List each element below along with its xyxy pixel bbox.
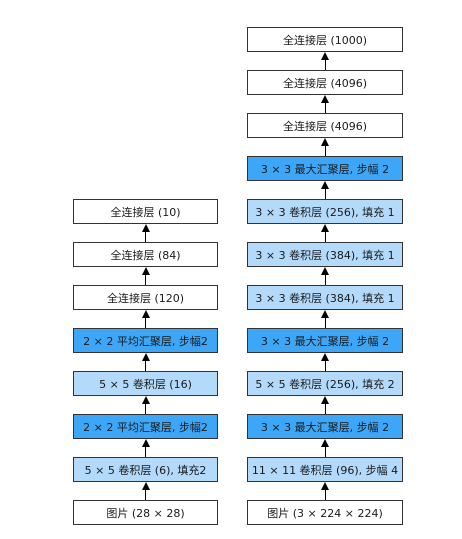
alexnet-layer-box-0: 图片 (3 × 224 × 224) <box>247 500 403 525</box>
alexnet-layer-box-8: 3 × 3 最大汇聚层, 步幅 2 <box>247 156 403 181</box>
lenet-layer-box-5: 全连接层 (120) <box>73 285 218 310</box>
alexnet-layer-box-11: 全连接层 (1000) <box>247 27 403 52</box>
lenet-layer-box-2: 2 × 2 平均汇聚层, 步幅2 <box>73 414 218 439</box>
lenet-layer-box-7: 全连接层 (10) <box>73 199 218 224</box>
alexnet-layer-box-2: 3 × 3 最大汇聚层, 步幅 2 <box>247 414 403 439</box>
lenet-layer-box-4: 2 × 2 平均汇聚层, 步幅2 <box>73 328 218 353</box>
lenet-layer-box-1: 5 × 5 卷积层 (6), 填充2 <box>73 457 218 482</box>
alexnet-layer-box-1: 11 × 11 卷积层 (96), 步幅 4 <box>247 457 403 482</box>
alexnet-layer-box-4: 3 × 3 最大汇聚层, 步幅 2 <box>247 328 403 353</box>
lenet-layer-box-6: 全连接层 (84) <box>73 242 218 267</box>
lenet-layer-box-3: 5 × 5 卷积层 (16) <box>73 371 218 396</box>
alexnet-layer-box-6: 3 × 3 卷积层 (384), 填充 1 <box>247 242 403 267</box>
alexnet-layer-box-3: 5 × 5 卷积层 (256), 填充 2 <box>247 371 403 396</box>
alexnet-layer-box-7: 3 × 3 卷积层 (256), 填充 1 <box>247 199 403 224</box>
alexnet-layer-box-10: 全连接层 (4096) <box>247 70 403 95</box>
lenet-layer-box-0: 图片 (28 × 28) <box>73 500 218 525</box>
alexnet-layer-box-5: 3 × 3 卷积层 (384), 填充 1 <box>247 285 403 310</box>
alexnet-layer-box-9: 全连接层 (4096) <box>247 113 403 138</box>
